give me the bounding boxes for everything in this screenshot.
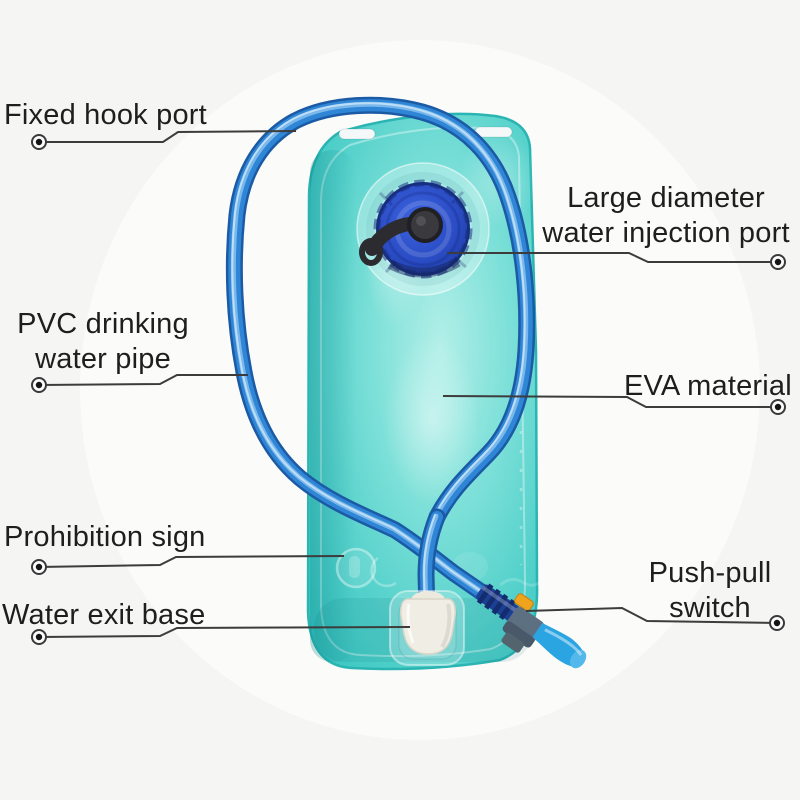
leader-fixed-hook-port [39,130,297,143]
label-push-pull-switch: Push-pull switch [630,556,790,626]
leader-prohibition-sign [38,555,345,568]
bite-valve-mouthpiece [532,623,587,669]
label-line: PVC drinking [17,308,189,340]
label-water-exit-base: Water exit base [2,599,206,631]
valve-assembly [476,583,587,669]
leader-injection-port [447,252,778,263]
leader-dot [31,559,47,575]
water-exit-base [400,591,456,655]
tube-base-segment [417,508,446,621]
label-prohibition-sign: Prohibition sign [4,521,206,553]
label-water-injection-port: Large diameter water injection port [534,181,798,251]
label-eva-material: EVA material [624,370,792,402]
leader-push-pull-switch [525,606,778,624]
label-line: switch [669,592,751,624]
drinking-tube [225,96,536,605]
leader-dot [770,254,786,270]
leader-dot [31,377,47,393]
cap-center-knob [407,207,443,243]
label-line: water injection port [542,217,790,249]
hook-slot-left [338,128,376,140]
leader-pvc-pipe [38,374,248,386]
leader-dot [31,629,47,645]
leader-water-exit-base [38,626,411,638]
label-fixed-hook-port: Fixed hook port [4,99,207,131]
leader-eva-material [442,395,778,408]
label-line: water pipe [35,343,171,375]
hook-slot-right [474,126,513,138]
leader-dot [31,134,47,150]
leader-dot [770,399,786,415]
leader-dots [31,134,786,645]
ribbed-connector [476,583,522,623]
label-pvc-drinking-water-pipe: PVC drinking water pipe [6,307,200,377]
label-line: Large diameter [567,182,765,214]
label-line: Push-pull [648,557,772,589]
leader-dot [769,615,785,631]
cap-shadow [387,257,461,278]
leader-lines [38,130,778,638]
